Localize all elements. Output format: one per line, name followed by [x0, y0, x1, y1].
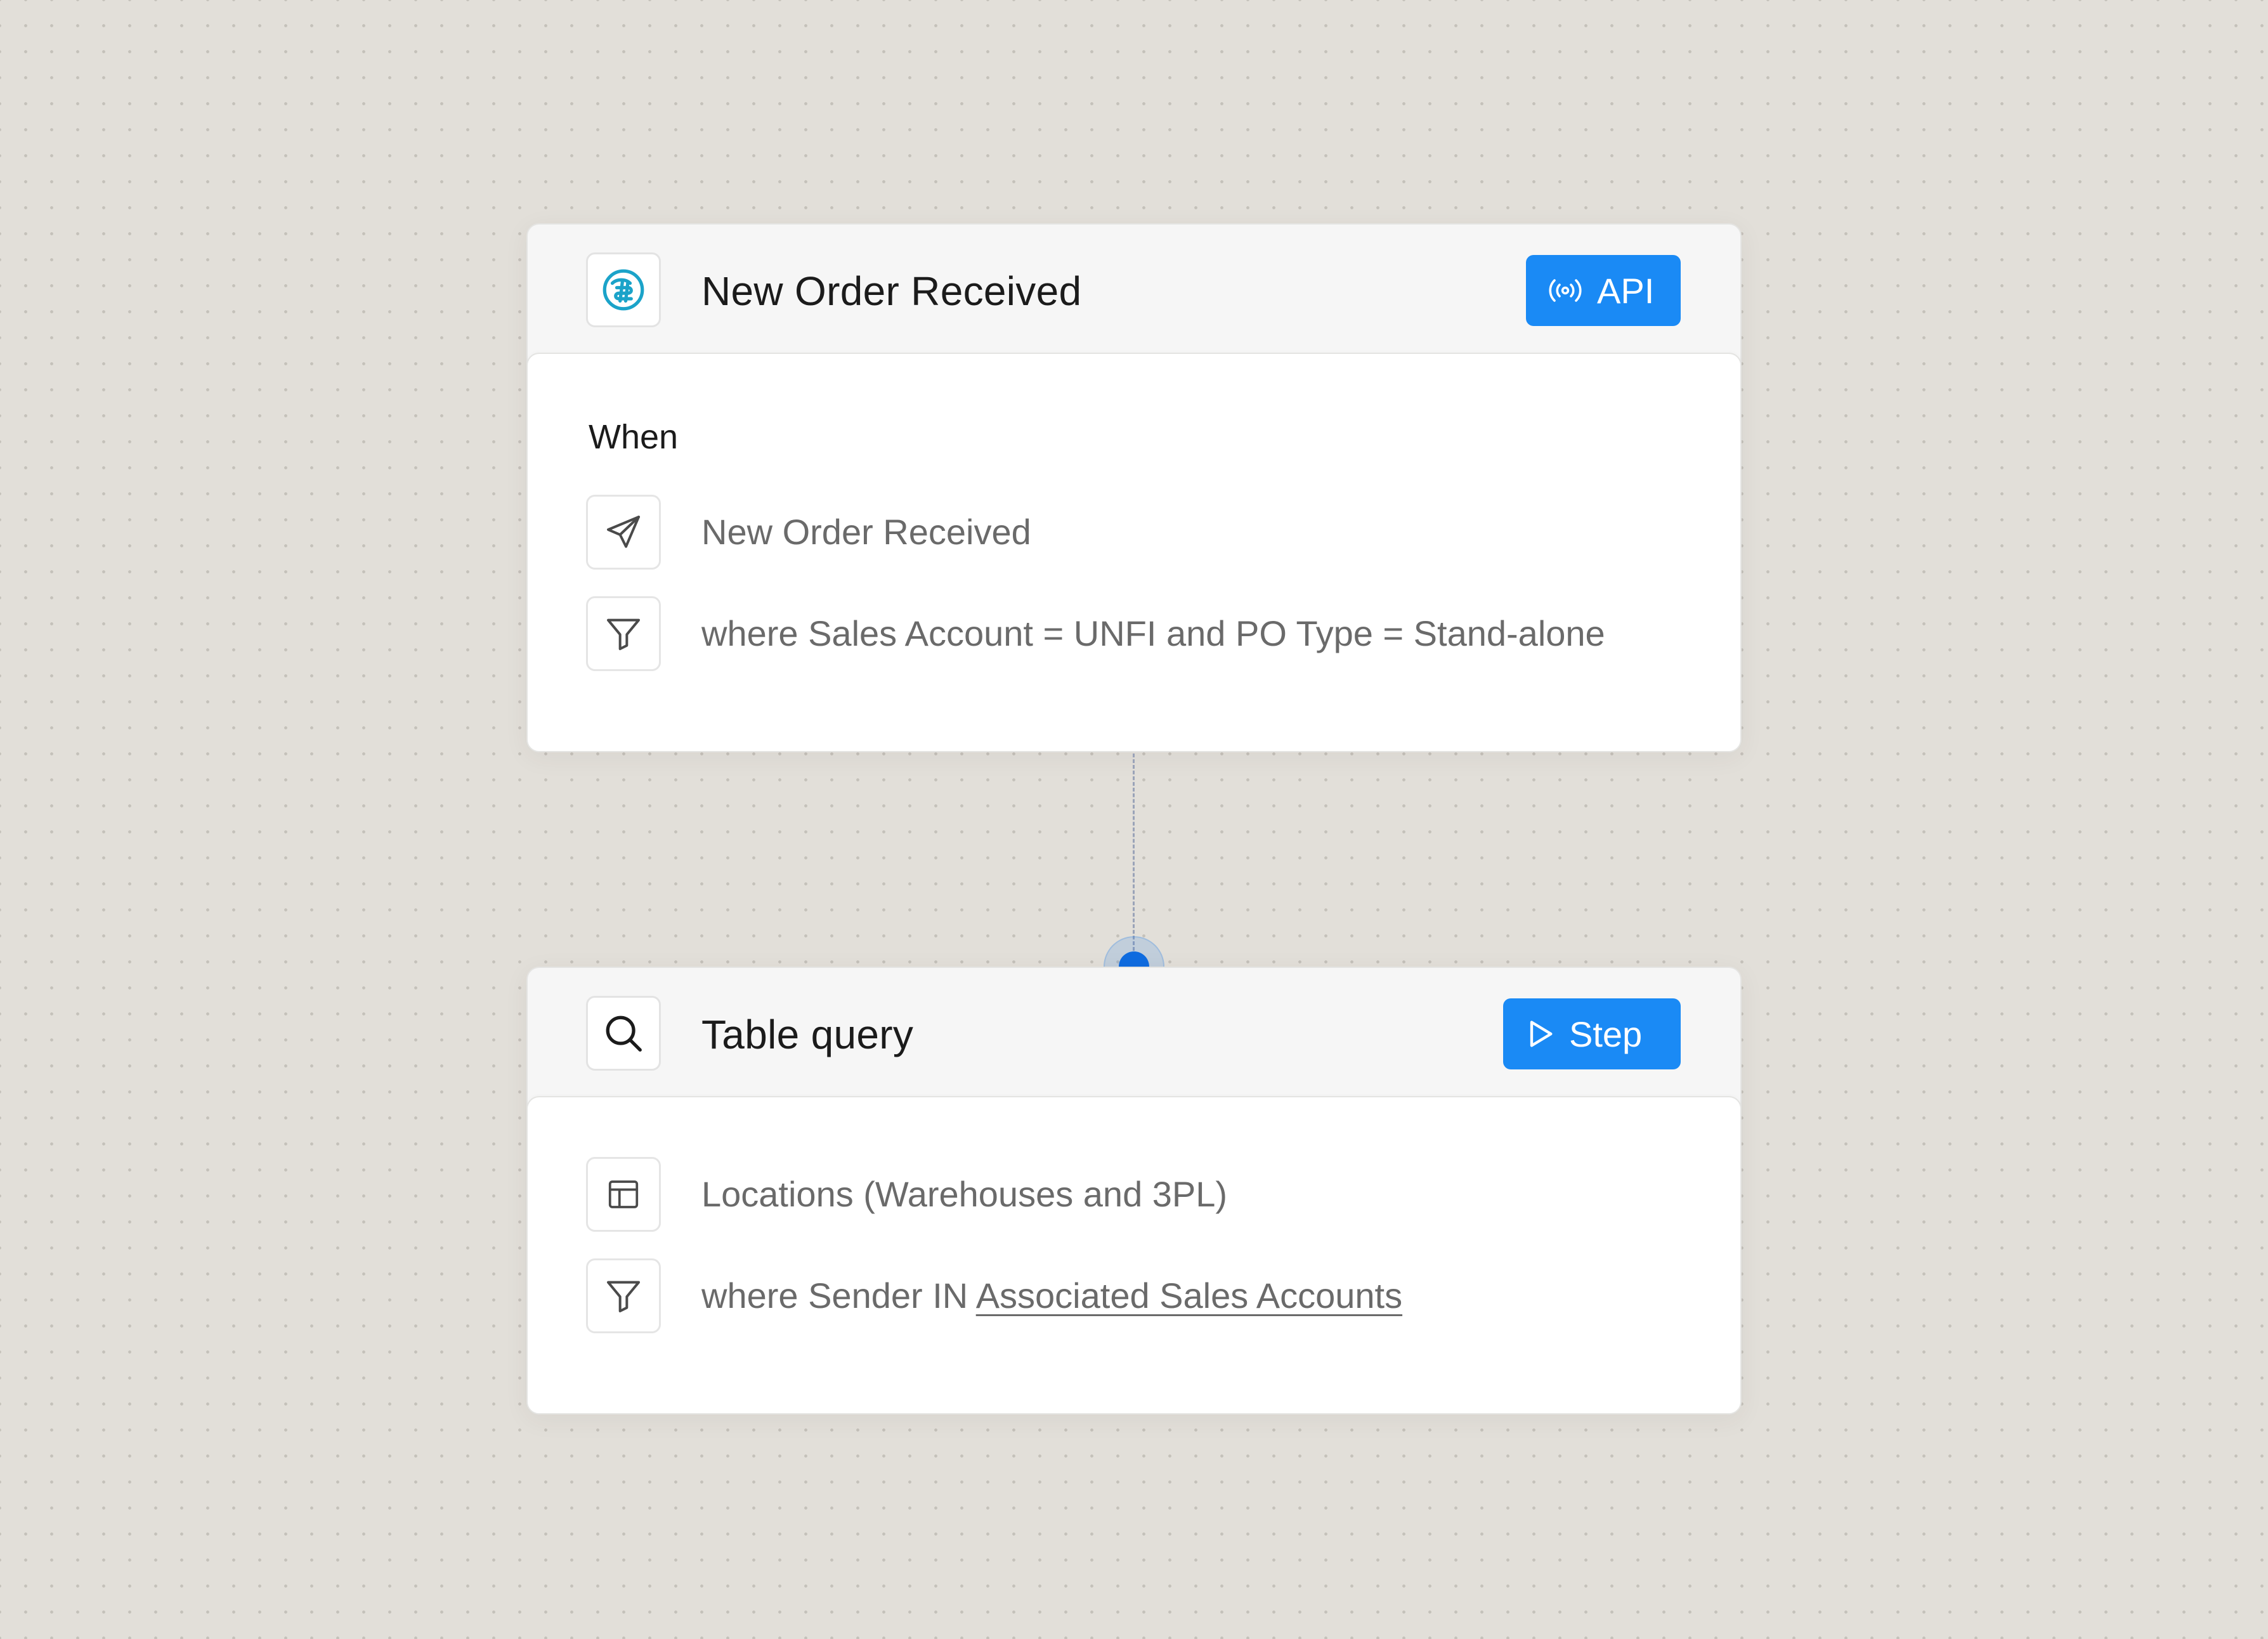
trigger-filter-text: where Sales Account = UNFI and PO Type =… [701, 613, 1605, 653]
trigger-card[interactable]: New Order Received API When [526, 223, 1742, 752]
app-logo-icon [586, 252, 661, 327]
trigger-title: New Order Received [701, 268, 1082, 314]
trigger-card-body: When New Order Received where Sales Acco… [526, 353, 1742, 752]
step-filter-prefix: where Sender IN [701, 1276, 976, 1316]
step-table-row[interactable]: Locations (Warehouses and 3PL) [586, 1157, 1664, 1232]
step-badge-label: Step [1569, 1014, 1643, 1054]
step-table-text: Locations (Warehouses and 3PL) [701, 1174, 1228, 1214]
step-badge-button[interactable]: Step [1503, 998, 1681, 1069]
step-title: Table query [701, 1012, 914, 1057]
when-label: When [589, 418, 679, 456]
send-icon [586, 495, 661, 570]
step-card[interactable]: Table query Step Loca [526, 967, 1742, 1414]
trigger-event-text: New Order Received [701, 512, 1031, 552]
step-filter-text: where Sender IN Associated Sales Account… [701, 1258, 1402, 1333]
associated-sales-accounts-link[interactable]: Associated Sales Accounts [975, 1276, 1403, 1316]
trigger-event-row[interactable]: New Order Received [586, 495, 1664, 570]
step-card-body: Locations (Warehouses and 3PL) where Sen… [526, 1096, 1742, 1414]
connector-line [1133, 754, 1135, 957]
step-filter-row[interactable]: where Sender IN Associated Sales Account… [586, 1258, 1664, 1333]
step-card-header[interactable]: Table query Step [528, 968, 1740, 1097]
trigger-filter-row[interactable]: where Sales Account = UNFI and PO Type =… [586, 596, 1664, 671]
filter-icon [586, 596, 661, 671]
play-icon [1523, 1017, 1556, 1050]
search-icon [586, 996, 661, 1071]
table-icon [586, 1157, 661, 1232]
broadcast-icon [1546, 278, 1584, 303]
api-badge-label: API [1597, 270, 1655, 311]
filter-icon [586, 1258, 661, 1333]
trigger-card-header[interactable]: New Order Received API [528, 225, 1740, 354]
api-badge-button[interactable]: API [1526, 255, 1681, 326]
